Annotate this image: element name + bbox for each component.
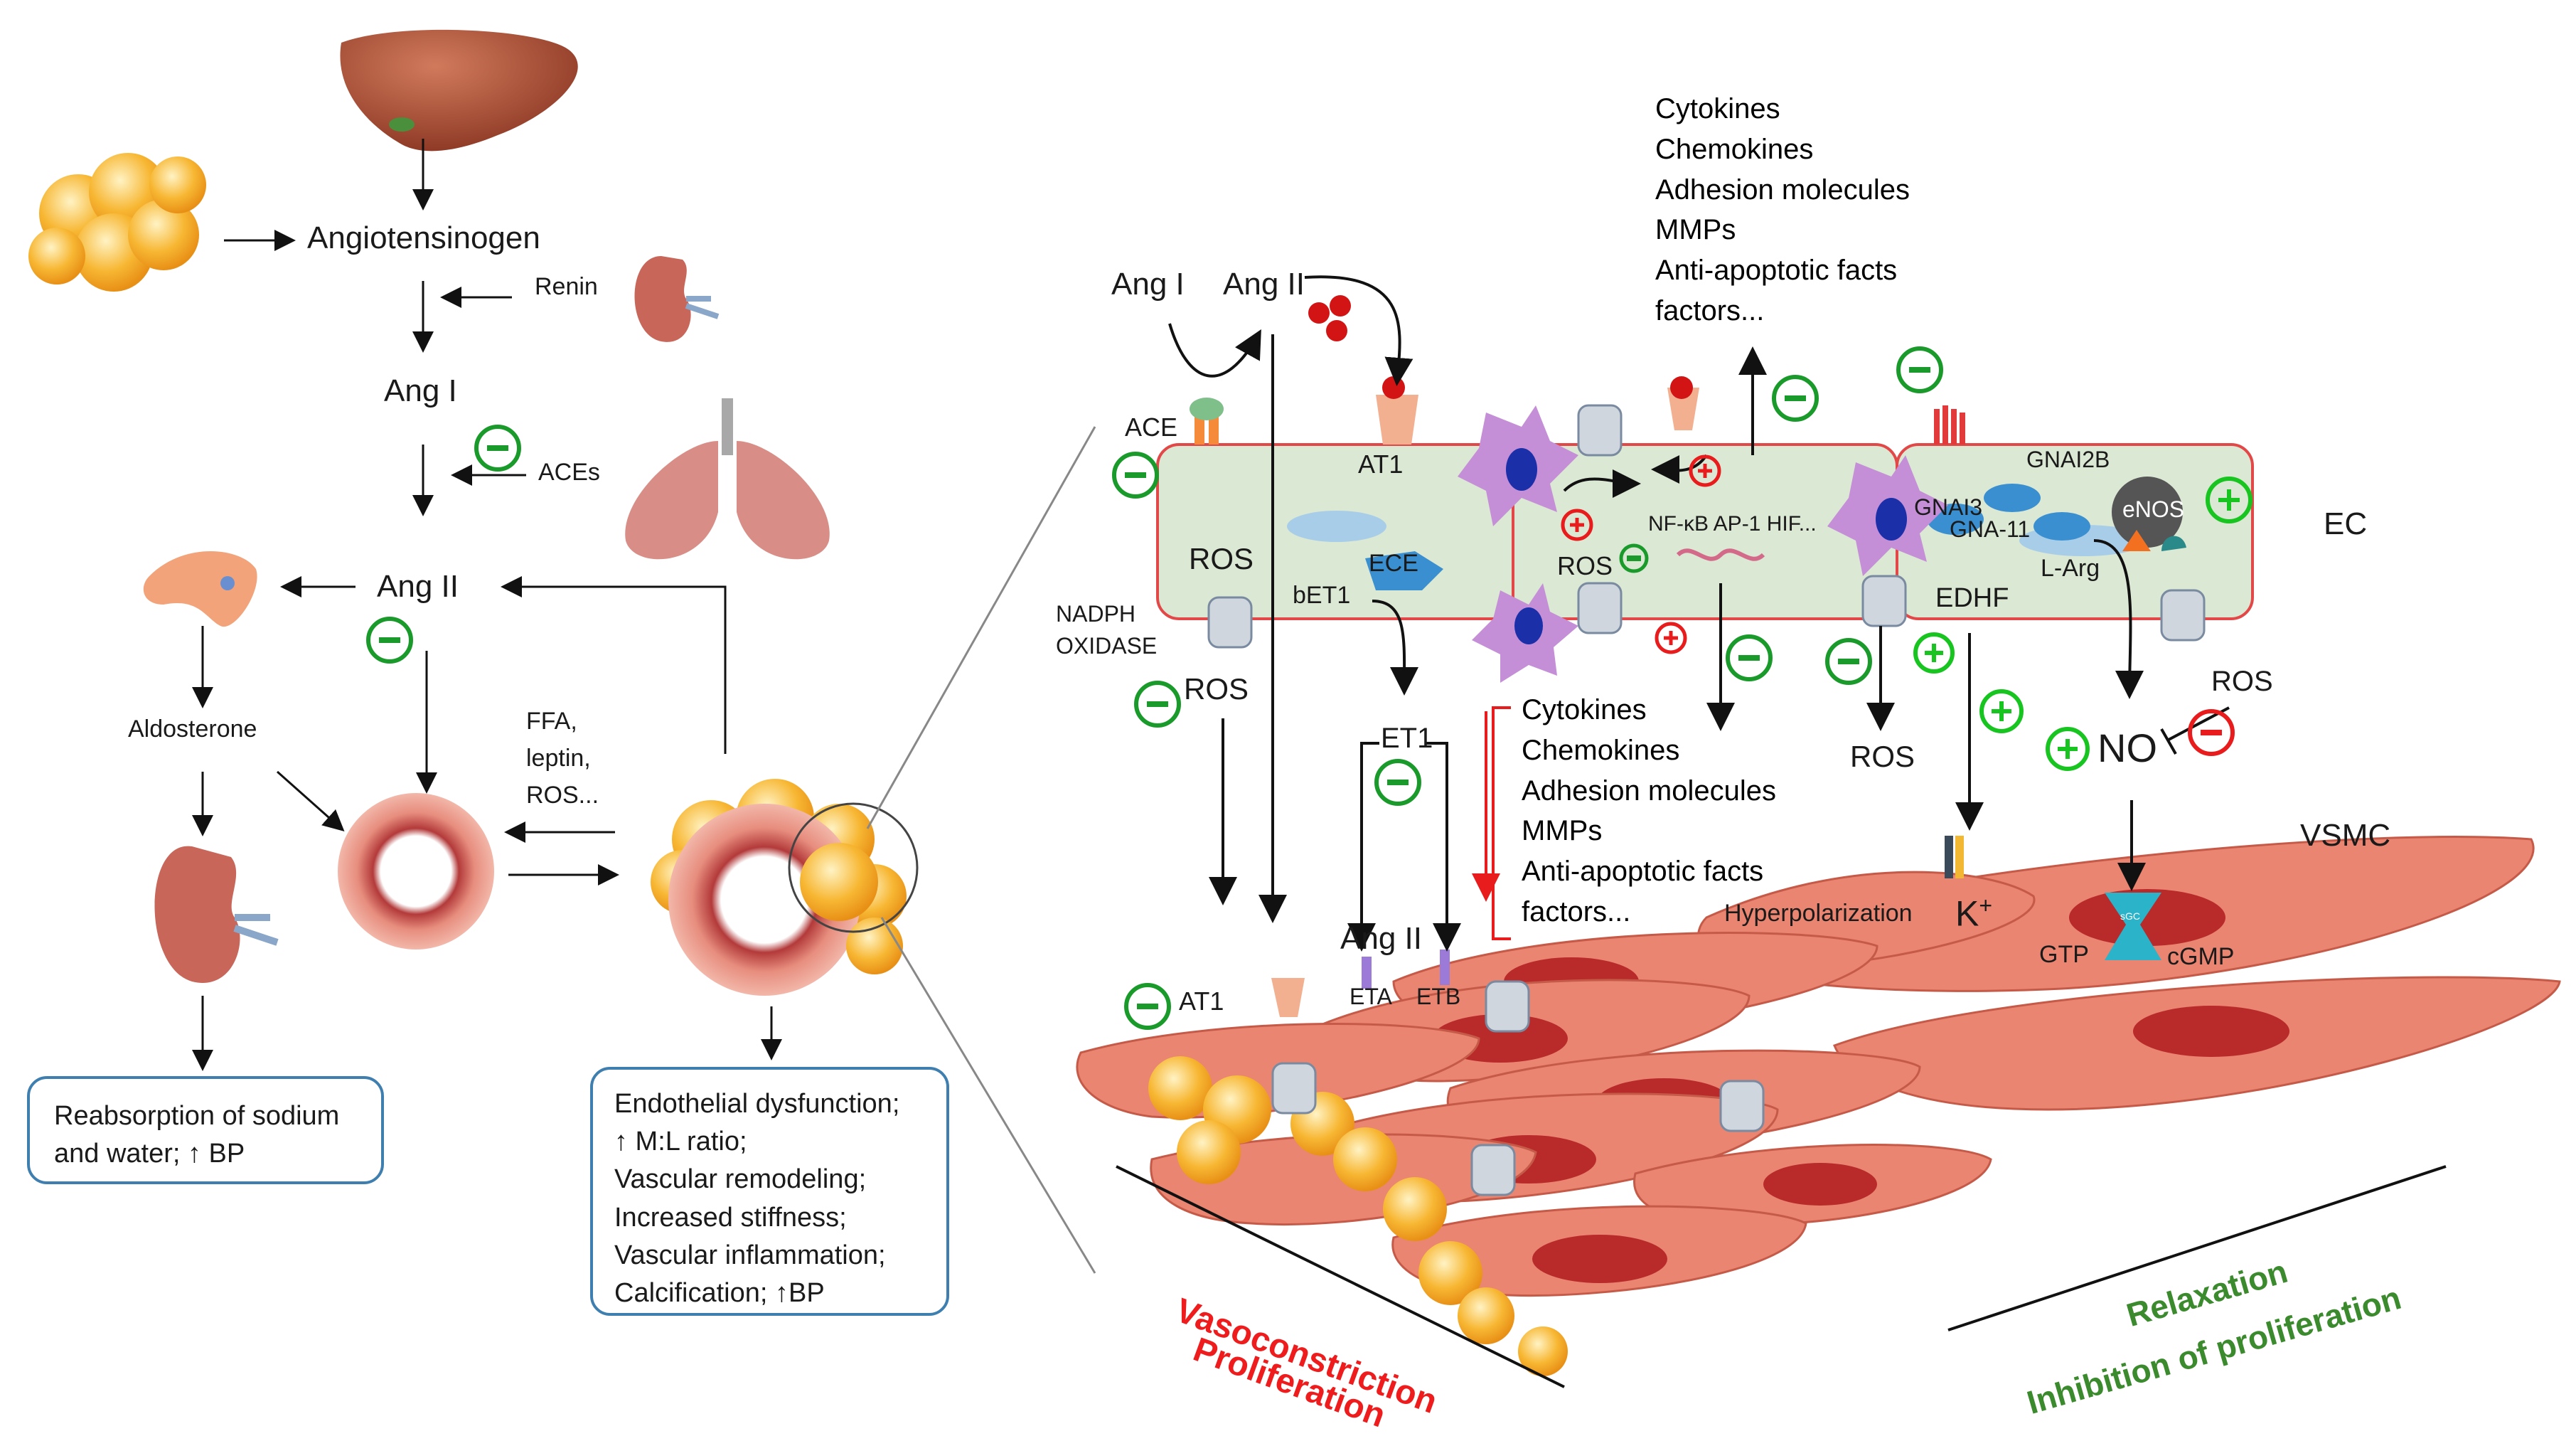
at1-vsmc-label: AT1 [1179, 986, 1224, 1016]
potassium-symbol: K [1955, 893, 1979, 934]
ec-label: EC [2324, 506, 2368, 541]
mediator-item: factors... [1522, 895, 1631, 927]
mediator-item: Chemokines [1522, 734, 1680, 766]
mediator-item: MMPs [1522, 815, 1603, 847]
mediator-item: MMPs [1655, 214, 1736, 246]
mediator-item: Adhesion molecules [1522, 775, 1776, 807]
vascular-outcome-line: Vascular inflammation; [614, 1240, 886, 1270]
mediator-item: Anti-apoptotic facts [1522, 856, 1764, 888]
lungs-icon [625, 398, 830, 560]
ece-enzyme [1365, 551, 1443, 590]
larg-label: L-Arg [2041, 555, 2100, 582]
ang2-right-label: Ang II [1223, 267, 1305, 302]
vascular-outcome-line: Calcification; ↑BP [614, 1277, 825, 1308]
renin-label: Renin [535, 273, 598, 300]
etb-label: ETB [1416, 984, 1461, 1009]
ang1-label: Ang I [384, 373, 457, 408]
potassium-label: K+ [1955, 893, 1992, 935]
eta-label: ETA [1350, 984, 1392, 1009]
hyperpolarization-label: Hyperpolarization [1724, 900, 1913, 927]
adrenal-gland-icon [143, 551, 257, 627]
vsmc-label: VSMC [2300, 818, 2391, 853]
right-arrows [1168, 275, 2230, 952]
red-signs [1561, 454, 2235, 756]
aldosterone-label: Aldosterone [128, 716, 257, 743]
vascular-outcome-line: Vascular remodeling; [614, 1164, 867, 1195]
ffa-label: FFA, [526, 708, 577, 735]
transcription-factors-label: NF-κB AP-1 HIF... [1648, 512, 1817, 536]
gtp-label: GTP [2039, 941, 2089, 968]
vascular-outcome-box: Endothelial dysfunction; ↑ M:L ratio; Va… [590, 1067, 949, 1316]
gnai3-label: GNAI3 [1914, 494, 1983, 520]
enos-label: eNOS [2122, 496, 2185, 522]
oxidase-label: OXIDASE [1056, 633, 1158, 659]
vascular-outcome-line: ↑ M:L ratio; [614, 1127, 747, 1157]
nadph-label: NADPH [1056, 601, 1136, 627]
mediator-item: Cytokines [1522, 694, 1647, 725]
receptors [1190, 388, 2161, 1017]
gnai2b-label: GNAI2B [2026, 447, 2110, 472]
zoom-line-top [866, 426, 1096, 829]
edhf-label: EDHF [1935, 583, 2009, 613]
ece-label: ECE [1369, 550, 1418, 577]
at1-label: AT1 [1358, 450, 1404, 479]
zoom-line-bottom [880, 917, 1096, 1274]
angiotensinogen-label: Angiotensinogen [307, 220, 540, 255]
top-mediator-list: Cytokines Chemokines Adhesion molecules … [1655, 89, 1910, 331]
red-bracket [1472, 706, 1511, 940]
obese-vessel-icon [651, 779, 919, 996]
sgc-label: sGC [2120, 910, 2140, 922]
no-label: NO [2097, 725, 2157, 770]
ros-ec-label: ROS [1189, 542, 1254, 575]
potassium-charge: + [1979, 893, 1993, 918]
aces-label: ACEs [538, 459, 600, 486]
stimulation-signs [1913, 477, 2252, 771]
leptin-label: leptin, [526, 745, 591, 772]
adipose-tissue-icon [28, 153, 206, 292]
ang1-right-label: Ang I [1111, 267, 1185, 302]
ros-no-label: ROS [2211, 666, 2273, 697]
inhibition-signs [366, 346, 1943, 1030]
enos-enzyme [2112, 477, 2183, 548]
liver-icon [340, 29, 578, 151]
blood-vessel-icon [338, 793, 494, 950]
ros-minus-sign [1619, 543, 1649, 573]
ang2-vsmc-label: Ang II [1340, 921, 1422, 956]
vascular-outcome-line: Increased stiffness; [614, 1202, 847, 1233]
cgmp-label: cGMP [2167, 943, 2235, 970]
kidney-outcome-line: Reabsorption of sodium [54, 1101, 340, 1131]
sgc-enzyme [2105, 893, 2161, 960]
kidney-outcome-box: Reabsorption of sodium and water; ↑ BP [27, 1076, 384, 1184]
mediator-item: Cytokines [1655, 93, 1780, 124]
minus-bars [379, 367, 1930, 1009]
vascular-outcome-line: Endothelial dysfunction; [614, 1089, 900, 1119]
mediator-item: Adhesion molecules [1655, 174, 1910, 206]
ang2-label: Ang II [377, 569, 459, 604]
gna11-label: GNA-11 [1950, 516, 2031, 542]
ros-macrophage-label: ROS [1557, 551, 1613, 580]
mediator-item: factors... [1655, 294, 1765, 326]
kidney-icon-bottom [154, 846, 279, 983]
ros-nadph-label: ROS [1184, 672, 1249, 706]
floor-line-right [1947, 1165, 2447, 1331]
mediator-item: Anti-apoptotic facts [1655, 255, 1898, 287]
nadph-oxidase-complexes [1207, 404, 2206, 1196]
endothelial-cells [1156, 443, 2254, 620]
mid-mediator-list: Cytokines Chemokines Adhesion molecules … [1522, 690, 1776, 932]
et1-label: ET1 [1381, 723, 1433, 754]
kidney-outcome-line: and water; ↑ BP [54, 1139, 245, 1169]
floor-line-left [1116, 1165, 1565, 1388]
angiotensin-molecules [1308, 295, 1693, 399]
macrophages [1458, 405, 1948, 683]
left-arrows [192, 139, 782, 1071]
ros-bottom-label: ROS [1850, 740, 1915, 773]
ros-label-left: ROS... [526, 782, 599, 809]
bet1-label: bET1 [1293, 582, 1351, 609]
mediator-item: Chemokines [1655, 133, 1814, 165]
ace-label: ACE [1125, 413, 1178, 442]
kidney-icon [634, 256, 720, 342]
